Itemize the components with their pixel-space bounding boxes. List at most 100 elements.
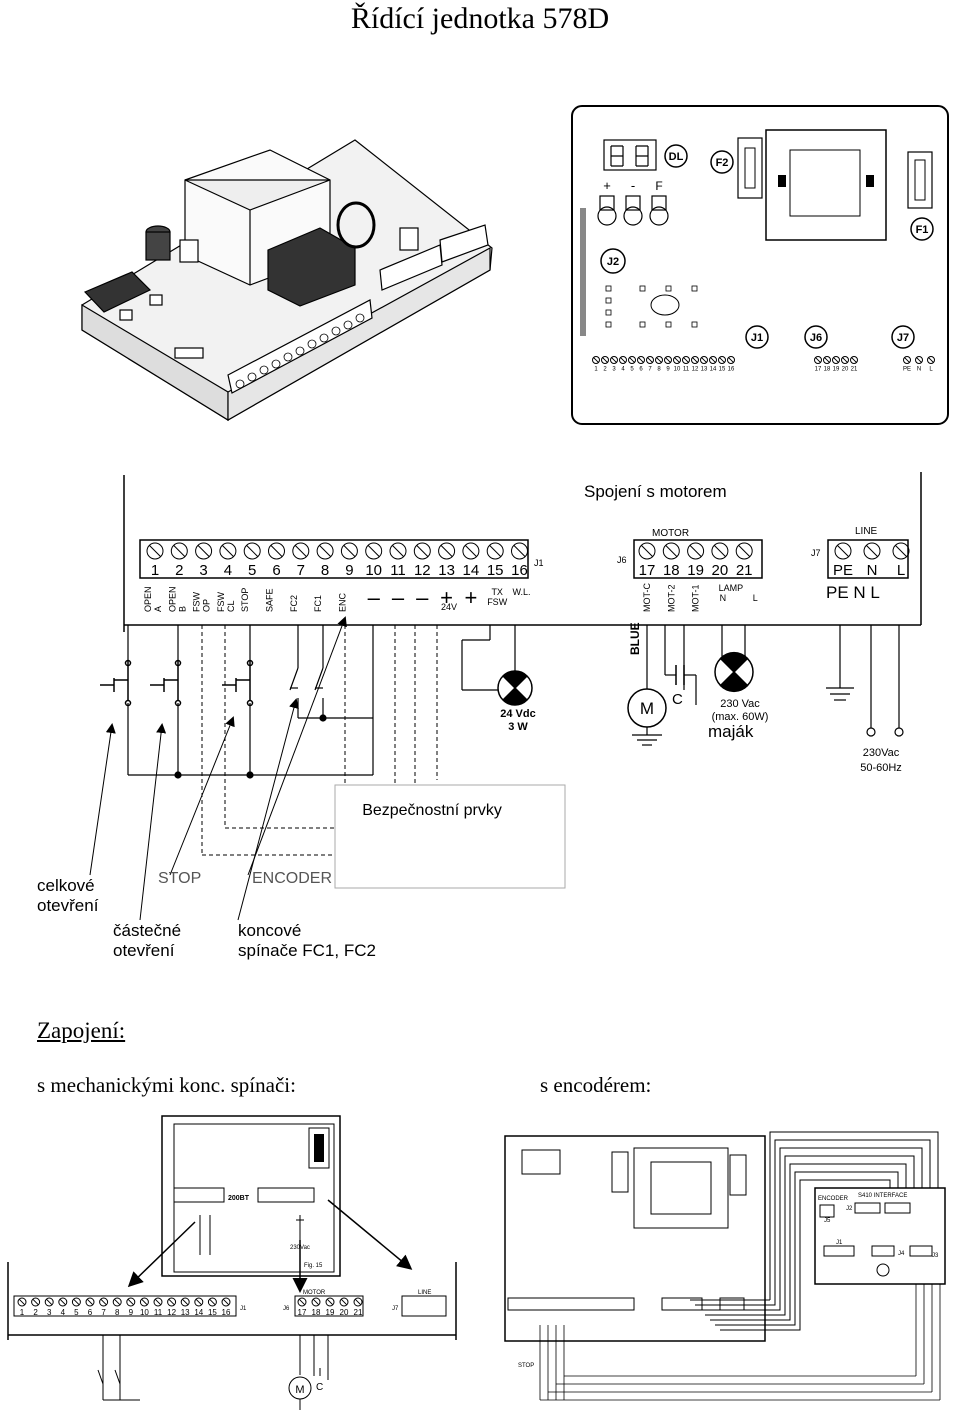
lamp-230v-icon bbox=[714, 651, 754, 693]
bl-j1-terminal-number: 10 bbox=[140, 1308, 149, 1317]
j7-board-label: J7 bbox=[897, 332, 909, 344]
j1-terminal-screw bbox=[219, 542, 237, 560]
bl-j1-terminal-screw bbox=[17, 1297, 27, 1307]
bl-j1-terminal-number: 13 bbox=[181, 1308, 190, 1317]
koncove-line-1: koncové bbox=[238, 921, 302, 940]
board-j1-terminal-slot bbox=[719, 357, 725, 363]
lamp-24-v: 24 Vdc bbox=[500, 708, 535, 720]
board-j1-terminal-number: 11 bbox=[683, 367, 690, 373]
safety-label: Bezpečnostní prvky bbox=[362, 802, 502, 819]
bl-j1-terminal-slot bbox=[86, 1298, 94, 1306]
bl-j1-terminal-slot bbox=[154, 1298, 162, 1306]
board-j1-terminal-number: 9 bbox=[666, 367, 670, 373]
j1-terminal-screw bbox=[340, 542, 358, 560]
j6-terminal-slot bbox=[738, 545, 751, 557]
mechanical-switches-label: s mechanickými konc. spínači: bbox=[37, 1073, 296, 1097]
board-layout: DL F2 F1 + - F J2 bbox=[571, 105, 949, 425]
bl-j1-terminal-slot bbox=[222, 1298, 230, 1306]
board-j6-terminal-slot bbox=[815, 357, 821, 363]
br-j1: J1 bbox=[836, 1240, 843, 1246]
board-j6-terminal-screw bbox=[841, 356, 849, 364]
j1-terminal-slot bbox=[343, 545, 356, 557]
j6-terminal-number: 20 bbox=[712, 562, 729, 579]
j6-signal-label: LAMP bbox=[719, 583, 744, 593]
bl-j1-terminal-number: 1 bbox=[20, 1308, 25, 1317]
board-j6-terminal-slot bbox=[842, 357, 848, 363]
j1-terminal-slot bbox=[513, 545, 526, 557]
capacitor-symbol: C bbox=[672, 691, 683, 708]
bl-j1-terminal-number: 16 bbox=[222, 1308, 231, 1317]
j1-terminal-slot bbox=[197, 545, 210, 557]
celkove-line-2: otevření bbox=[37, 896, 99, 915]
board-j1-terminal-slot bbox=[602, 357, 608, 363]
bl-j1-terminal-screw bbox=[180, 1297, 190, 1307]
j1-signal-label: A bbox=[153, 606, 163, 612]
j1-terminal-number: 5 bbox=[248, 562, 256, 579]
board-j1-terminal-slot bbox=[674, 357, 680, 363]
castecne-line-1: částečné bbox=[113, 921, 182, 940]
bl-j1-terminal-slot bbox=[114, 1298, 121, 1306]
j6-signal-label: MOT-2 bbox=[666, 584, 676, 612]
line-header: LINE bbox=[855, 526, 878, 537]
board-j7-terminal-slot bbox=[904, 357, 910, 363]
j1-signal-label: + bbox=[464, 585, 477, 610]
j7-connector-icon bbox=[891, 325, 915, 349]
lamp-24-w: 3 W bbox=[508, 721, 528, 733]
br-j5: J5 bbox=[824, 1218, 831, 1224]
bl-j6-terminal-number: 19 bbox=[326, 1308, 335, 1317]
annotation-arrows bbox=[89, 616, 347, 921]
bl-j1-terminal-number: 5 bbox=[74, 1308, 79, 1317]
bl-j7: J7 bbox=[392, 1306, 399, 1312]
j6-terminal-slot bbox=[689, 545, 702, 557]
j1-signal-label: FC2 bbox=[289, 595, 299, 612]
bl-j1-terminal-slot bbox=[73, 1298, 80, 1306]
board-j1-terminal-number: 3 bbox=[612, 367, 616, 373]
board-j1-terminal-screw bbox=[619, 356, 627, 364]
j7-terminal-screw bbox=[863, 542, 881, 560]
celkove-line-1: celkové bbox=[37, 876, 95, 895]
j6-signal-label: N bbox=[720, 593, 727, 603]
j1-terminal-number: 7 bbox=[297, 562, 305, 579]
board-j1-terminal-number: 1 bbox=[594, 367, 598, 373]
board-j1-terminal-screw bbox=[700, 356, 708, 364]
board-j1-terminal-slot bbox=[629, 357, 635, 363]
j6-terminal-number: 19 bbox=[687, 562, 704, 579]
bl-j6: J6 bbox=[283, 1306, 290, 1312]
push-button-symbols bbox=[100, 659, 254, 707]
j7-label: J7 bbox=[811, 548, 821, 558]
f2-fuse-icon bbox=[710, 150, 734, 174]
btn-plus-label: + bbox=[603, 178, 611, 193]
board-j1-terminal-number: 15 bbox=[719, 367, 726, 373]
board-j1-terminal-slot bbox=[611, 357, 617, 363]
j7-terminal-slot bbox=[837, 545, 849, 557]
castecne-line-2: otevření bbox=[113, 941, 175, 960]
bl-j6-terminal-number: 20 bbox=[340, 1308, 349, 1317]
j1-terminal-number: 11 bbox=[390, 562, 406, 579]
j1-terminal-slot bbox=[416, 545, 429, 557]
j1-signal-label: FSW bbox=[487, 597, 508, 607]
j1-signal-label: OPEN bbox=[143, 586, 153, 612]
board-j7-terminal-number: N bbox=[917, 367, 921, 373]
j6-signal-label: MOT-C bbox=[642, 583, 652, 612]
bl-j1-terminal-screw bbox=[153, 1297, 163, 1307]
j1-terminal-number: 14 bbox=[463, 562, 480, 579]
j6-terminal-slot bbox=[665, 545, 678, 557]
celkove-label: celkové otevření bbox=[37, 876, 98, 916]
j7-terminal-slot bbox=[866, 545, 878, 557]
j1-terminal-screw bbox=[365, 542, 383, 560]
board-j7-terminal-slot bbox=[928, 357, 934, 363]
j1-terminal-slot bbox=[464, 545, 477, 557]
bl-j6-terminal-slot bbox=[298, 1298, 306, 1306]
j1-signal-label: STOP bbox=[240, 588, 250, 612]
bl-j1-terminal-slot bbox=[141, 1298, 148, 1306]
board-j6-terminal-screw bbox=[850, 356, 858, 364]
board-j7-terminal-screw bbox=[927, 356, 935, 364]
j6-board-label: J6 bbox=[810, 332, 822, 344]
bl-j1-terminal-number: 2 bbox=[33, 1308, 38, 1317]
bl-j1-terminal-screw bbox=[139, 1297, 149, 1307]
motor-header: MOTOR bbox=[652, 528, 689, 539]
bl-j1-terminal-number: 8 bbox=[115, 1308, 120, 1317]
bl-j1-terminal-slot bbox=[195, 1298, 202, 1306]
